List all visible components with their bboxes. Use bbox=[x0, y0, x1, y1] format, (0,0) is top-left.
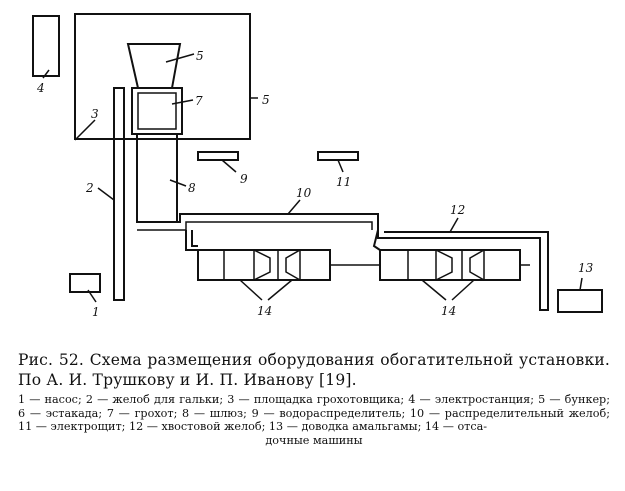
water-distributor bbox=[197, 151, 239, 161]
distribution-chute bbox=[137, 213, 379, 230]
leader-14a-1 bbox=[239, 279, 263, 301]
leader-3 bbox=[74, 119, 96, 141]
screen-outer bbox=[131, 87, 183, 135]
leader-13 bbox=[579, 277, 583, 291]
label-12: 12 bbox=[450, 203, 465, 217]
label-6: 5 bbox=[262, 93, 270, 107]
jig-group-right bbox=[379, 249, 521, 281]
trestle-box bbox=[74, 13, 251, 140]
pump-box bbox=[69, 273, 101, 293]
jig-group-left bbox=[197, 249, 331, 281]
label-13: 13 bbox=[578, 261, 594, 275]
leader-11 bbox=[337, 159, 344, 173]
legend-text: 1 — насос; 2 — желоб для гальки; 3 — пло… bbox=[18, 393, 610, 434]
leader-14b-1 bbox=[421, 279, 447, 301]
figure-caption: Рис. 52. Схема размещения оборудования о… bbox=[18, 350, 610, 447]
leader-10 bbox=[287, 199, 301, 215]
pebble-chute bbox=[113, 87, 125, 301]
leader-5 bbox=[165, 53, 195, 63]
sluice-box bbox=[136, 133, 178, 223]
leader-9 bbox=[221, 159, 237, 173]
label-4: 4 bbox=[36, 81, 45, 95]
leader-14a-2 bbox=[267, 279, 293, 301]
power-station-box bbox=[32, 15, 60, 77]
feed-pipe-right bbox=[372, 229, 381, 251]
label-5: 5 bbox=[196, 49, 204, 63]
caption-legend: 1 — насос; 2 — желоб для гальки; 3 — пло… bbox=[18, 393, 610, 447]
amalgam-box bbox=[557, 289, 603, 313]
caption-title: Рис. 52. Схема размещения оборудования о… bbox=[18, 351, 610, 389]
label-14b: 14 bbox=[441, 304, 456, 318]
feed-pipe-left-2 bbox=[191, 230, 198, 247]
distribution-chute-inner bbox=[137, 221, 373, 231]
leader-2 bbox=[97, 187, 115, 201]
leader-8 bbox=[169, 179, 187, 187]
hopper-shape bbox=[126, 43, 182, 89]
leader-1 bbox=[87, 289, 97, 303]
feed-pipe-left bbox=[185, 230, 198, 251]
legend-text-end: дочные машины bbox=[265, 433, 363, 447]
label-10: 10 bbox=[296, 186, 312, 200]
label-7: 7 bbox=[195, 94, 203, 108]
equipment-layout-diagram: 4 5 5 7 2 3 8 9 11 10 12 bbox=[32, 13, 603, 319]
label-11: 11 bbox=[336, 175, 351, 189]
leader-7 bbox=[171, 99, 194, 105]
switchboard bbox=[317, 151, 359, 161]
label-2: 2 bbox=[85, 181, 94, 195]
label-14a: 14 bbox=[257, 304, 272, 318]
leader-4 bbox=[42, 69, 50, 79]
leader-14b-2 bbox=[451, 279, 475, 301]
leader-12 bbox=[449, 217, 459, 233]
label-1: 1 bbox=[92, 305, 100, 319]
screen-inner bbox=[137, 92, 177, 130]
label-3: 3 bbox=[91, 107, 99, 121]
label-8: 8 bbox=[188, 181, 196, 195]
tailings-chute bbox=[377, 230, 549, 311]
label-9: 9 bbox=[240, 172, 248, 186]
